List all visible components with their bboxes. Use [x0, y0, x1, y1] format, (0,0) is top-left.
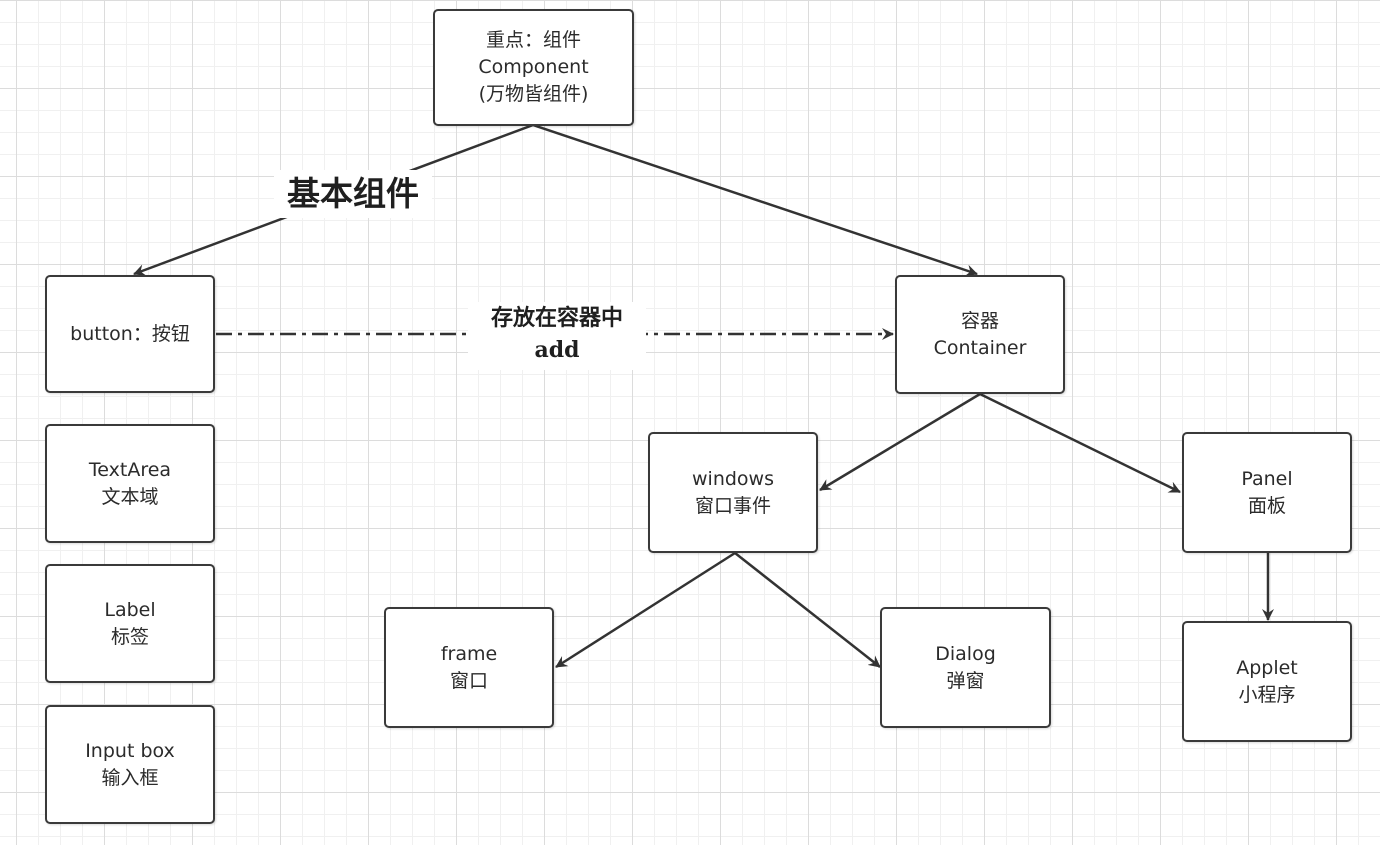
node-label-line1: Label	[104, 598, 156, 621]
node-component-line1: 重点：组件	[485, 29, 581, 51]
node-textarea-line1: TextArea	[88, 458, 172, 481]
label-basic-components: 基本组件	[274, 170, 432, 218]
node-frame-line1: frame	[440, 642, 498, 665]
label-basic-components-text: 基本组件	[287, 174, 419, 213]
node-component[interactable]: 重点：组件 Component (万物皆组件)	[433, 9, 634, 126]
label-store-in-container: 存放在容器中 add	[468, 302, 646, 370]
node-dialog-line1: Dialog	[935, 642, 996, 665]
node-inputbox-line2: 输入框	[101, 766, 159, 789]
node-applet-line2: 小程序	[1238, 683, 1296, 706]
edge-component-to-container	[532, 123, 978, 277]
edge-windows-to-frame	[555, 551, 736, 669]
node-label[interactable]: Label 标签	[45, 564, 215, 683]
node-dialog[interactable]: Dialog 弹窗	[880, 607, 1051, 728]
node-windows-line2: 窗口事件	[694, 494, 771, 517]
node-component-line2: Component	[478, 56, 589, 78]
node-applet-line1: Applet	[1236, 656, 1298, 679]
node-panel[interactable]: Panel 面板	[1182, 432, 1352, 553]
node-panel-line2: 面板	[1247, 494, 1286, 517]
node-applet[interactable]: Applet 小程序	[1182, 621, 1352, 742]
node-button[interactable]: button：按钮	[45, 275, 215, 393]
label-store-in-container-text: 存放在容器中	[490, 305, 623, 331]
node-panel-line1: Panel	[1241, 467, 1293, 490]
node-windows[interactable]: windows 窗口事件	[648, 432, 818, 553]
node-container-line1: 容器	[960, 309, 999, 332]
node-dialog-line2: 弹窗	[946, 669, 985, 692]
label-add-text: add	[534, 337, 580, 363]
node-textarea[interactable]: TextArea 文本域	[45, 424, 215, 543]
node-button-line1: button：按钮	[70, 322, 190, 345]
edge-windows-to-dialog	[734, 552, 881, 668]
node-frame[interactable]: frame 窗口	[384, 607, 554, 728]
edge-container-to-windows	[819, 392, 981, 492]
node-label-line2: 标签	[110, 625, 149, 648]
node-textarea-line2: 文本域	[101, 485, 159, 508]
node-inputbox-line1: Input box	[85, 739, 175, 762]
node-container[interactable]: 容器 Container	[895, 275, 1065, 394]
node-component-line3: (万物皆组件)	[478, 83, 589, 105]
node-windows-line1: windows	[692, 467, 774, 490]
edge-container-to-panel	[979, 392, 1181, 494]
node-container-line2: Container	[933, 336, 1027, 359]
node-inputbox[interactable]: Input box 输入框	[45, 705, 215, 824]
node-frame-line2: 窗口	[449, 669, 488, 692]
